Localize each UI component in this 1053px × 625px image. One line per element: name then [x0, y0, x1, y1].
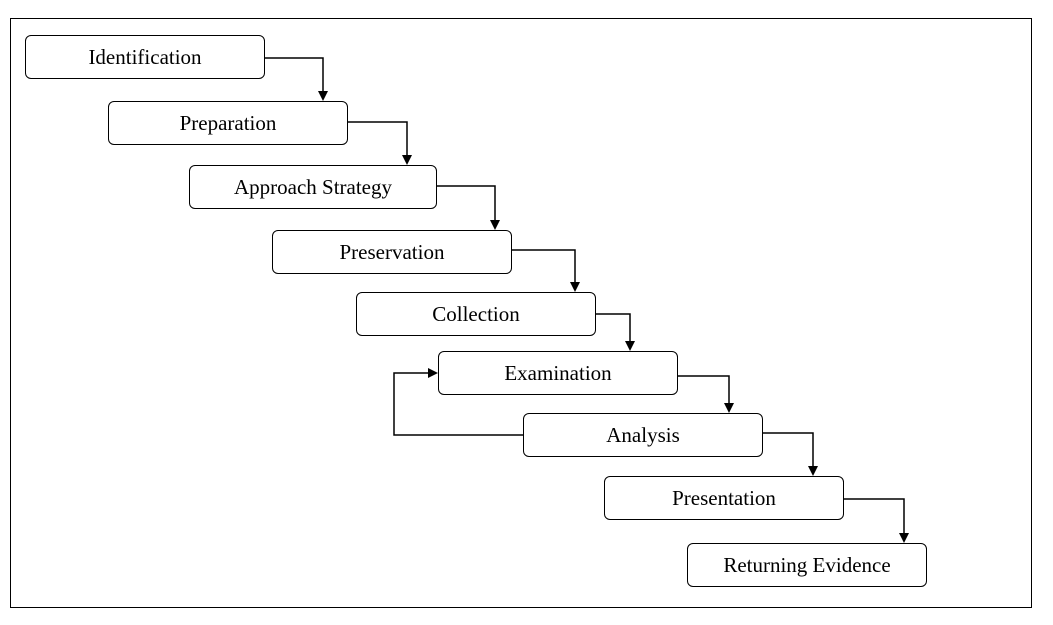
arrow-presentation-to-returning-evidence — [844, 498, 909, 543]
step-collection: Collection — [356, 292, 596, 336]
step-returning-evidence: Returning Evidence — [687, 543, 927, 587]
step-presentation: Presentation — [604, 476, 844, 520]
arrow-approach-strategy-to-preservation — [437, 185, 500, 230]
step-preparation: Preparation — [108, 101, 348, 145]
step-examination: Examination — [438, 351, 678, 395]
arrow-analysis-loop-to-examination — [393, 368, 523, 436]
step-approach-strategy: Approach Strategy — [189, 165, 437, 209]
arrow-examination-to-analysis — [678, 375, 734, 413]
arrow-identification-to-preparation — [265, 57, 328, 101]
step-analysis: Analysis — [523, 413, 763, 457]
arrow-collection-to-examination — [596, 313, 635, 351]
arrow-preparation-to-approach-strategy — [348, 121, 412, 165]
step-identification: Identification — [25, 35, 265, 79]
diagram-frame — [10, 18, 1032, 608]
step-preservation: Preservation — [272, 230, 512, 274]
arrow-preservation-to-collection — [512, 249, 580, 292]
arrow-analysis-to-presentation — [763, 432, 818, 476]
